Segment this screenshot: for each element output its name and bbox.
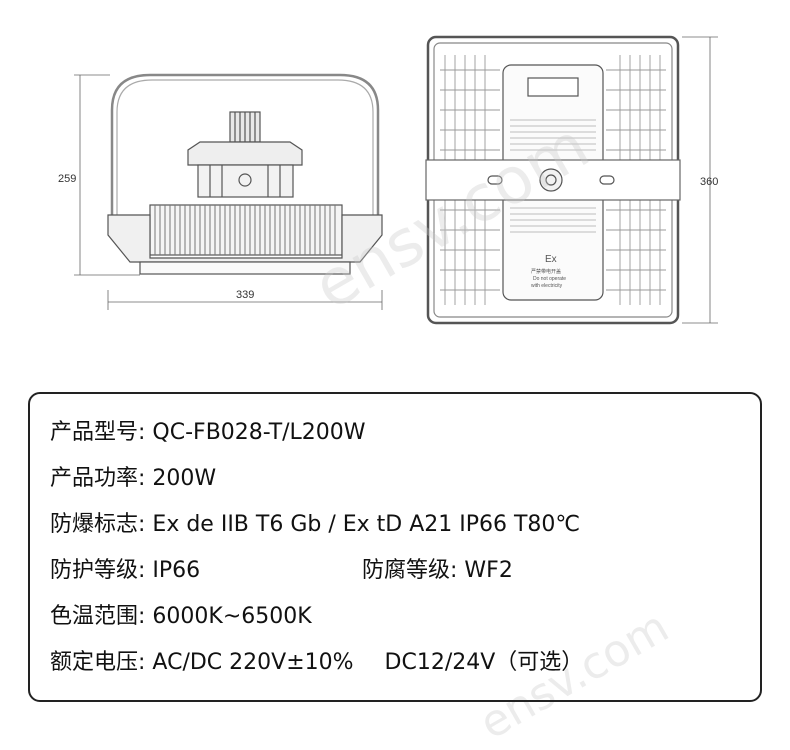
- spec-table: 产品型号: QC-FB028-T/L200W 产品功率: 200W 防爆标志: …: [28, 392, 762, 702]
- cct-label: 色温范围:: [50, 604, 146, 629]
- spec-row-corrosion: 防腐等级: WF2: [362, 558, 513, 584]
- ex-mark: Ex: [545, 254, 557, 265]
- model-label: 产品型号:: [50, 420, 146, 445]
- voltage-value: AC/DC 220V±10%: [152, 650, 354, 675]
- power-label: 产品功率:: [50, 466, 146, 491]
- voltage-label: 额定电压:: [50, 650, 146, 675]
- spec-row-explosion: 防爆标志: Ex de IIB T6 Gb / Ex tD A21 IP66 T…: [50, 512, 580, 538]
- cct-value: 6000K~6500K: [152, 604, 312, 629]
- spec-row-model: 产品型号: QC-FB028-T/L200W: [50, 420, 366, 446]
- spec-row-voltage: 额定电压: AC/DC 220V±10% DC12/24V（可选）: [50, 650, 583, 676]
- side-height-dimension: 259: [58, 173, 76, 185]
- model-value: QC-FB028-T/L200W: [152, 420, 366, 445]
- spec-row-cct: 色温范围: 6000K~6500K: [50, 604, 312, 630]
- voltage-value-optional: DC12/24V（可选）: [384, 650, 584, 675]
- front-height-dimension: 360: [700, 176, 718, 188]
- warning-label-en-1: Do not operate: [533, 276, 566, 282]
- explosion-value: Ex de IIB T6 Gb / Ex tD A21 IP66 T80℃: [152, 512, 581, 537]
- side-width-dimension: 339: [236, 289, 254, 301]
- side-view-drawing: [74, 73, 383, 310]
- corrosion-label: 防腐等级:: [362, 558, 458, 583]
- product-drawings: 259 339: [58, 35, 718, 325]
- front-view-drawing: [425, 35, 718, 325]
- spec-row-protection: 防护等级: IP66: [50, 558, 200, 584]
- power-value: 200W: [152, 466, 217, 491]
- corrosion-value: WF2: [464, 558, 513, 583]
- protection-value: IP66: [152, 558, 201, 583]
- protection-label: 防护等级:: [50, 558, 146, 583]
- warning-label-en-2: with electricity: [531, 283, 563, 289]
- spec-row-power: 产品功率: 200W: [50, 466, 216, 492]
- warning-label-cn: 严禁带电开盖: [531, 268, 561, 275]
- explosion-label: 防爆标志:: [50, 512, 146, 537]
